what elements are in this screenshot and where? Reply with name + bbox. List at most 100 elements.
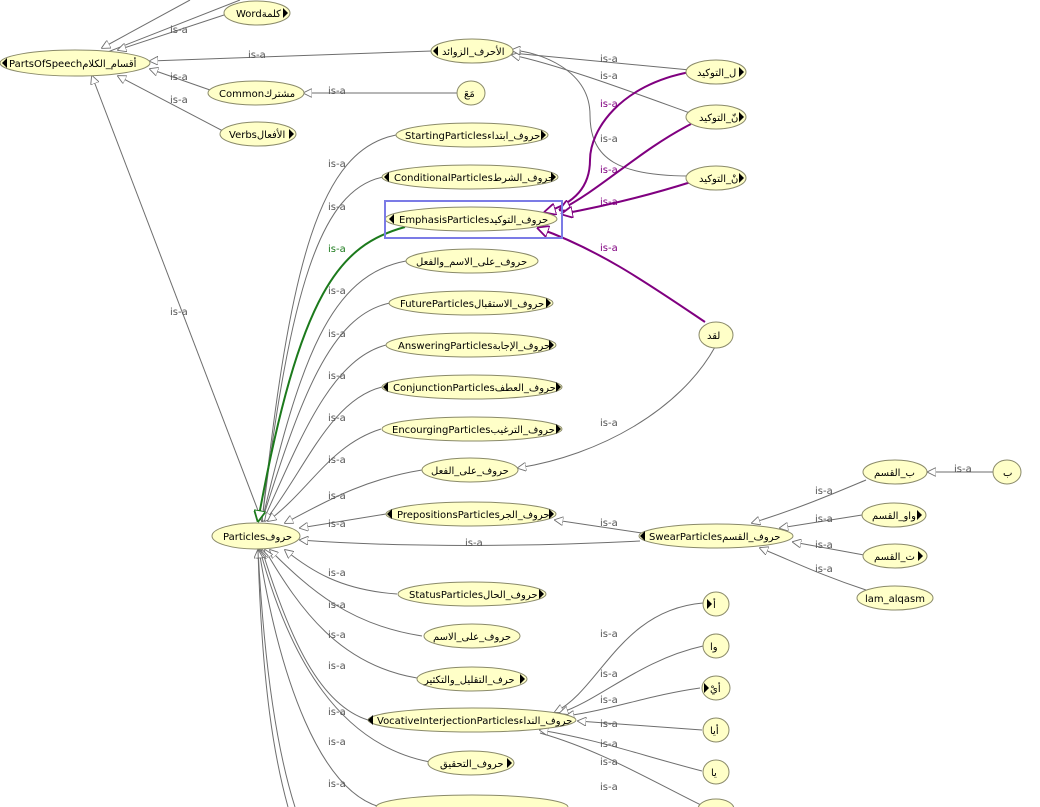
node-future[interactable]: FutureParticlesحروف_الاستقبال (388, 290, 554, 316)
edge-status-particles (285, 550, 398, 595)
collapse-icon[interactable] (387, 509, 392, 519)
node-label: مَعَ (464, 89, 475, 100)
node-zawaed[interactable]: الأحرف_الزوائد (430, 38, 514, 64)
expand-icon[interactable] (549, 509, 554, 519)
collapse-icon[interactable] (640, 531, 645, 541)
node-conjunction[interactable]: ConjunctionParticlesحروف_العطف (381, 374, 563, 400)
edge-label: is-a (815, 514, 833, 525)
node-verbs[interactable]: Verbsالأفعال (219, 121, 297, 147)
node-tahqeeq[interactable]: حروف_التحقيق (427, 750, 515, 776)
node-label: Particlesحروف (223, 532, 292, 543)
edge-label: is-a (600, 739, 618, 750)
collapse-icon[interactable] (433, 46, 438, 56)
edge-nun2-emphasis (562, 181, 692, 214)
node-ba[interactable]: ب (992, 459, 1022, 485)
expand-icon[interactable] (289, 129, 294, 139)
expand-icon[interactable] (549, 340, 554, 350)
expand-icon[interactable] (739, 112, 744, 122)
edge-label: is-a (600, 197, 618, 208)
node-nun-tawkeed-1[interactable]: نّ_التوكيد (685, 104, 747, 130)
edge-ya-vocative (540, 730, 703, 772)
node-parts-of-speech[interactable]: PartsOfSpeechأقسام_الكلام (0, 49, 151, 77)
node-starting[interactable]: StartingParticlesحروف_ابتداء (395, 122, 549, 148)
collapse-icon[interactable] (384, 172, 389, 182)
edge-answering-particles (263, 344, 387, 521)
expand-icon[interactable] (546, 298, 551, 308)
node-label: Wordكلمة (236, 9, 281, 20)
expand-icon[interactable] (918, 551, 923, 561)
node-lam-alqasm[interactable]: lam_alqasm (856, 585, 934, 611)
node-emphasis[interactable]: EmphasisParticlesحروف_التوكيد (384, 206, 558, 232)
node-label: واو_القسم (872, 511, 916, 522)
expand-icon[interactable] (539, 589, 544, 599)
node-common[interactable]: Commonمشترك (207, 80, 305, 106)
edge-word-pos (118, 14, 225, 50)
edge-waw-swear (780, 514, 863, 528)
node-offscreen-bottom[interactable] (375, 794, 569, 807)
node-particles[interactable]: Particlesحروف (211, 522, 301, 550)
edge-ta-swear (793, 542, 865, 556)
node-ta-qasam[interactable]: ت_القسم (862, 543, 928, 569)
node-label: حروف_التحقيق (440, 759, 504, 770)
node-ala-fiil[interactable]: حروف_على_الفعل (421, 457, 519, 483)
node-encourging[interactable]: EncourgingParticlesحروف_الترغيب (381, 416, 563, 442)
edge-label: is-a (328, 159, 346, 170)
expand-icon[interactable] (739, 67, 744, 77)
edge-label: is-a (328, 779, 346, 790)
node-label: Commonمشترك (219, 89, 295, 100)
edge-taqleel-particles (265, 550, 418, 679)
expand-icon[interactable] (541, 130, 546, 140)
edge-label: is-a (600, 418, 618, 429)
collapse-icon[interactable] (2, 58, 7, 68)
edge-starting-particles (262, 134, 397, 521)
node-maa[interactable]: مَعَ (456, 80, 486, 106)
collapse-icon[interactable] (368, 715, 373, 725)
node-offscreen-right[interactable] (697, 798, 735, 807)
node-ay[interactable]: أيْ (701, 675, 731, 701)
node-label: VocativeInterjectionParticlesحروف_النداء (377, 716, 572, 727)
node-waw-qasam[interactable]: واو_القسم (861, 502, 927, 528)
edge-emphasis-particles (258, 226, 406, 521)
expand-icon[interactable] (283, 8, 288, 18)
node-ya[interactable]: يا (702, 759, 730, 785)
node-ba-qasam[interactable]: ب_القسم (862, 459, 928, 485)
node-vocative[interactable]: VocativeInterjectionParticlesحروف_النداء (367, 707, 577, 733)
edge-offscreen-3 (259, 550, 381, 807)
node-wa[interactable]: وا (702, 633, 730, 659)
node-label: FutureParticlesحروف_الاستقبال (400, 299, 544, 310)
expand-icon[interactable] (739, 173, 744, 183)
node-answering[interactable]: AnsweringParticlesحروف_الإجابة (385, 332, 557, 358)
expand-icon[interactable] (551, 172, 556, 182)
edge-laqad-emphasis (538, 228, 706, 323)
node-label: وا (710, 642, 718, 653)
node-ala-ism[interactable]: حروف_على_الاسم (423, 623, 521, 649)
expand-icon[interactable] (707, 599, 712, 609)
node-label: SwearParticlesحروف_القسم (649, 532, 780, 543)
collapse-icon[interactable] (383, 382, 388, 392)
node-nun-tawkeed-2[interactable]: نْ_التوكيد (685, 165, 747, 191)
node-word[interactable]: Wordكلمة (223, 0, 291, 26)
expand-icon[interactable] (507, 758, 512, 768)
node-lam-tawkeed[interactable]: ل_التوكيد (685, 59, 747, 85)
node-conditional[interactable]: ConditionalParticlesحروف_الشرط (381, 164, 559, 190)
expand-icon[interactable] (556, 382, 561, 392)
edge-label: is-a (815, 540, 833, 551)
node-ism-fiil[interactable]: حروف_على_الاسم_والفعل (405, 248, 539, 274)
node-aya[interactable]: أيا (702, 717, 730, 743)
selection-box (384, 200, 563, 239)
expand-icon[interactable] (704, 683, 709, 693)
node-status[interactable]: StatusParticlesحروف_الحال (397, 581, 547, 607)
expand-icon[interactable] (917, 510, 922, 520)
node-swear[interactable]: SwearParticlesحروف_القسم (638, 523, 794, 549)
collapse-icon[interactable] (389, 214, 394, 224)
node-taqleel[interactable]: حرف_التقليل_والتكثير (416, 666, 528, 692)
node-laqad[interactable]: لقد (698, 321, 734, 349)
expand-icon[interactable] (556, 424, 561, 434)
edge-label: is-a (328, 329, 346, 340)
expand-icon[interactable] (520, 674, 525, 684)
node-alif[interactable]: أ (702, 591, 730, 617)
edge-label: is-a (600, 757, 618, 768)
edge-particles-pos (92, 76, 263, 522)
node-label: الأحرف_الزوائد (442, 45, 505, 58)
node-prepositions[interactable]: PrepositionsParticlesحروف_الجر (385, 501, 557, 527)
